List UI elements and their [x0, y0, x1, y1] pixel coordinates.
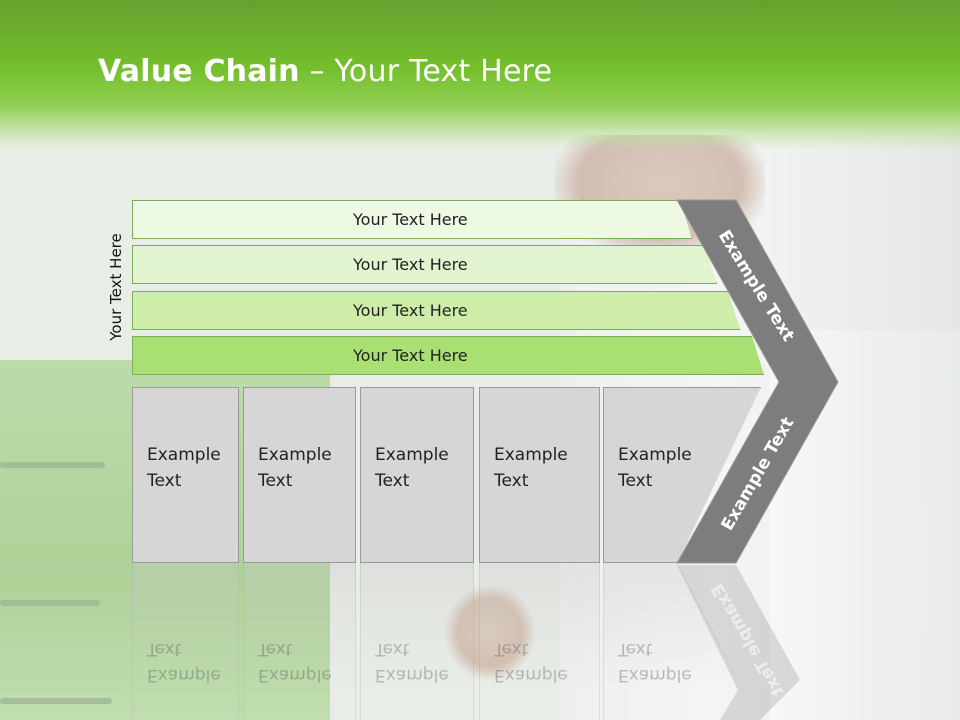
bar-3: Your Text Here: [132, 291, 740, 330]
box-line: Text: [494, 471, 529, 491]
activity-box-2: Example Text: [243, 387, 356, 563]
background-hand: [445, 585, 535, 680]
bar-4: Your Text Here: [132, 336, 764, 375]
box-line: Text: [375, 471, 410, 491]
activity-box-1: Example Text: [132, 387, 239, 563]
chevron-reflection: [677, 565, 800, 720]
box-line: Example: [375, 445, 449, 465]
background-shelf-rail: [0, 698, 112, 704]
background-shelf-rail: [0, 600, 100, 606]
box-line: Example: [258, 445, 332, 465]
background-shelf-rail: [0, 462, 105, 468]
box-line: Example: [494, 445, 568, 465]
box-line: Text: [258, 471, 293, 491]
bar-2: Your Text Here: [132, 245, 717, 284]
chevron-shape: [676, 199, 839, 564]
activity-box-4: Example Text: [479, 387, 600, 563]
title-bold: Value Chain: [98, 54, 300, 89]
box-line: Text: [147, 471, 182, 491]
activity-box-3: Example Text: [360, 387, 474, 563]
header-band: [0, 0, 960, 150]
box-line: Example: [147, 445, 221, 465]
box-line: Example: [618, 445, 692, 465]
title-rest: – Your Text Here: [299, 54, 553, 89]
bar-1: Your Text Here: [132, 200, 692, 239]
slide-title: Value Chain – Your Text Here: [98, 54, 552, 89]
box-line: Text: [618, 471, 653, 491]
